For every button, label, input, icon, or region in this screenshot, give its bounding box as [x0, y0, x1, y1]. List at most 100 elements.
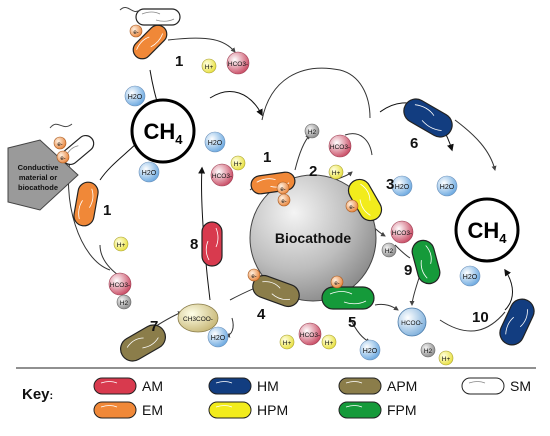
electron-bubbles: e- e- e- e- e- e- e- e-: [53, 24, 359, 289]
svg-text:e-: e-: [60, 156, 65, 162]
key-item-em: [93, 401, 137, 419]
microbes: [49, 6, 535, 362]
hplus-bubbles: H+ H+ H+ H+ H+ H+ H+: [113, 58, 454, 366]
h2o-bubble: H2O: [391, 175, 413, 197]
svg-text:HCO3-: HCO3-: [110, 282, 130, 289]
svg-text:H2O: H2O: [463, 274, 478, 281]
apm-microbe-left: [120, 324, 166, 362]
key-item-apm: [338, 377, 382, 395]
electron-bubble: e-: [129, 24, 143, 38]
svg-text:H2O: H2O: [363, 348, 378, 355]
hplus-bubble: H+: [230, 155, 246, 171]
svg-text:e-: e-: [57, 142, 62, 148]
svg-text:H+: H+: [283, 340, 292, 347]
methane-right: CH4: [454, 197, 520, 263]
svg-text:HCO3-: HCO3-: [300, 332, 320, 339]
svg-text:H+: H+: [205, 64, 214, 71]
h2-bubble: H2: [420, 342, 436, 358]
step-number: 8: [190, 236, 198, 253]
svg-text:H2: H2: [120, 300, 129, 307]
svg-text:H2O: H2O: [211, 335, 226, 342]
svg-text:H+: H+: [325, 340, 334, 347]
h2o-bubbles: H2O H2O H2O H2O H2O H2O H2O H2O: [124, 85, 481, 361]
step-number: 9: [404, 262, 412, 279]
svg-text:H+: H+: [332, 170, 341, 177]
step-number: 6: [410, 135, 418, 152]
key-label-sm: SM: [510, 378, 531, 394]
svg-text:H+: H+: [234, 161, 243, 168]
electron-bubble: e-: [53, 136, 67, 150]
electron-bubble: e-: [247, 268, 261, 282]
key-label-hm: HM: [257, 378, 279, 394]
svg-text:HCO3-: HCO3-: [392, 230, 412, 237]
svg-text:H2O: H2O: [142, 170, 157, 177]
key-item-fpm: [338, 401, 382, 419]
electron-bubble: e-: [330, 275, 344, 289]
svg-text:H2: H2: [424, 348, 433, 355]
svg-text:CH3COO-: CH3COO-: [183, 316, 213, 323]
svg-text:Conductive: Conductive: [18, 163, 59, 172]
svg-text:material or: material or: [19, 173, 57, 182]
key-item-sm: [461, 377, 505, 395]
hplus-bubble: H+: [328, 164, 344, 180]
biocathode: Biocathode: [249, 174, 377, 302]
svg-text:e-: e-: [281, 199, 286, 205]
hco3-bubble: HCO3-: [226, 51, 250, 75]
fpm-microbe-right: [411, 239, 441, 285]
electron-bubble: e-: [277, 193, 291, 207]
hco3-bubble: HCO3-: [328, 134, 352, 158]
svg-text:e-: e-: [349, 205, 354, 211]
hplus-bubble: H+: [201, 58, 217, 74]
hm-microbe-bottom: [499, 298, 535, 346]
h2o-bubble: H2O: [204, 131, 226, 153]
h2o-bubble: H2O: [436, 175, 458, 197]
am-microbe: [201, 221, 223, 267]
sm-microbe-top: [135, 8, 181, 26]
step-number: 1: [103, 202, 111, 219]
h2o-bubble: H2O: [459, 265, 481, 287]
svg-text:H2O: H2O: [208, 140, 223, 147]
step-number: 1: [263, 149, 271, 166]
key-title: Key:: [22, 386, 53, 403]
svg-text:H2: H2: [385, 248, 394, 255]
svg-text:H+: H+: [117, 242, 126, 249]
key-label-fpm: FPM: [387, 402, 417, 418]
h2o-bubble: H2O: [207, 326, 229, 348]
hplus-bubble: H+: [438, 350, 454, 366]
key-label-am: AM: [142, 378, 163, 394]
biocathode-label: Biocathode: [275, 230, 351, 246]
methane-left: CH4: [130, 98, 196, 164]
h2-bubbles: H2 H2 H2 H2: [116, 123, 436, 358]
hplus-bubble: H+: [321, 334, 337, 350]
step-number: 4: [257, 306, 266, 323]
svg-text:e-: e-: [334, 281, 339, 287]
electron-bubble: e-: [56, 150, 70, 164]
svg-text:H2O: H2O: [395, 184, 410, 191]
svg-text:H2O: H2O: [128, 94, 143, 101]
svg-text:HCO3-: HCO3-: [228, 61, 248, 68]
hco3-bubble: HCO3-: [390, 220, 414, 244]
hco3-bubble: HCO3-: [298, 322, 322, 346]
key-item-am: [93, 377, 137, 395]
em-microbe-left: [73, 181, 99, 227]
hplus-bubble: H+: [113, 236, 129, 252]
key-legend: Key: AM EM HM HPM APM FPM: [22, 377, 531, 419]
step-number: 3: [386, 176, 394, 193]
h2-bubble: H2: [116, 294, 132, 310]
key-label-hpm: HPM: [257, 402, 288, 418]
h2o-bubble: H2O: [138, 161, 160, 183]
svg-text:H2O: H2O: [440, 184, 455, 191]
svg-text:HCOO-: HCOO-: [401, 320, 423, 327]
h2o-bubble: H2O: [124, 85, 146, 107]
h2-bubble: H2: [304, 123, 320, 139]
svg-text:HCO3-: HCO3-: [330, 144, 350, 151]
step-number: 1: [175, 53, 183, 70]
hco3-bubble: HCO3-: [108, 272, 132, 296]
key-item-hpm: [208, 401, 252, 419]
formate-bubble: HCOO-: [397, 307, 427, 337]
h2-bubble: H2: [381, 242, 397, 258]
conductive-material: Conductive material or biocathode: [7, 139, 79, 211]
apm-microbe-bottom: [252, 274, 300, 308]
svg-text:H+: H+: [442, 356, 451, 363]
